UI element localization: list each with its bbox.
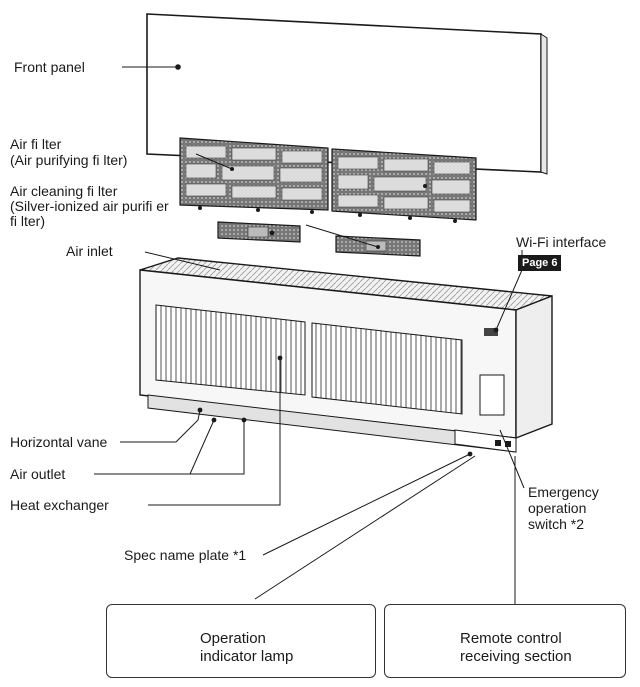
front-panel-part (146, 13, 548, 175)
air-filter-label: Air fi lter (Air purifying fi lter) (10, 136, 128, 168)
indoor-unit-body (139, 257, 553, 453)
operation-indicator-lamp-label: Operation indicator lamp (200, 630, 294, 665)
remote-control-callout (384, 604, 626, 678)
heat-exchanger-label: Heat exchanger (10, 497, 109, 513)
air-cleaning-filter-label: Air cleaning fi lter (Silver-ionized air… (10, 183, 169, 229)
air-inlet-label: Air inlet (66, 243, 113, 259)
horizontal-vane-label: Horizontal vane (10, 434, 108, 450)
air-cleaning-filter-part (217, 221, 421, 257)
emergency-switch-label: Emergency operation switch *2 (528, 484, 599, 532)
air-filter-part (179, 137, 477, 223)
front-panel-label: Front panel (14, 59, 85, 75)
spec-name-plate-label: Spec name plate *1 (124, 547, 247, 563)
operation-indicator-callout (106, 604, 376, 678)
remote-control-receiving-label: Remote control receiving section (460, 630, 572, 665)
air-outlet-label: Air outlet (10, 466, 66, 482)
wifi-interface-label: Wi-Fi interface (516, 234, 607, 250)
wifi-page-ref-badge[interactable]: Page 6 (518, 255, 562, 271)
